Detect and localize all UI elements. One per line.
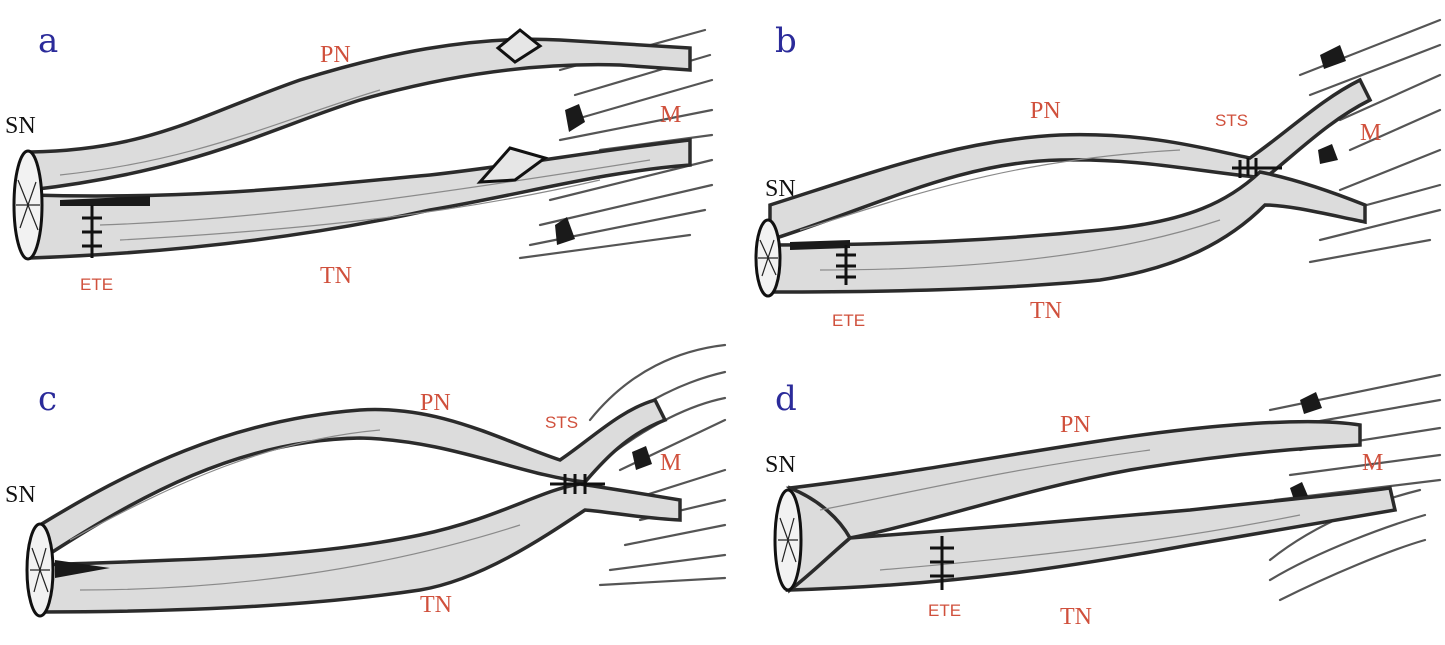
- panel-b-m-label: M: [1360, 120, 1381, 146]
- panel-c-letter: c: [38, 379, 57, 419]
- panel-d: d SN PN TN M ETE: [765, 375, 1440, 630]
- panel-b-pn-label: PN: [1030, 98, 1061, 124]
- panel-d-muscle: [1270, 375, 1440, 600]
- panel-c-muscle: [590, 345, 725, 585]
- panel-d-tn-label: TN: [1060, 604, 1092, 630]
- panel-a-ete-label: ETE: [80, 275, 113, 294]
- panel-a-sn-label: SN: [5, 113, 36, 139]
- panel-d-pn-label: PN: [1060, 412, 1091, 438]
- panel-d-sn-label: SN: [765, 452, 796, 478]
- panel-b-pn-branch: [770, 80, 1370, 240]
- panel-d-ete-label: ETE: [928, 601, 961, 620]
- panel-c-m-label: M: [660, 450, 681, 476]
- panel-b-letter: b: [775, 21, 797, 61]
- panel-b-tn-label: TN: [1030, 298, 1062, 324]
- panel-b-ete-label: ETE: [832, 311, 865, 330]
- panel-d-m-label: M: [1362, 450, 1383, 476]
- panel-a: a SN PN TN M ETE: [5, 21, 712, 294]
- panel-c-sts-label: STS: [545, 413, 578, 432]
- panel-a-m-label: M: [660, 102, 681, 128]
- panel-c: c SN PN TN M STS: [5, 345, 725, 618]
- panel-b-sn-label: SN: [765, 176, 796, 202]
- panel-a-letter: a: [38, 21, 58, 61]
- panel-a-pn-label: PN: [320, 42, 351, 68]
- panel-c-pn-label: PN: [420, 390, 451, 416]
- panel-a-tn-label: TN: [320, 263, 352, 289]
- panel-c-sn-label: SN: [5, 482, 36, 508]
- panel-b: b SN PN TN M ETE STS: [756, 20, 1440, 330]
- panel-b-sts-label: STS: [1215, 111, 1248, 130]
- panel-d-letter: d: [775, 379, 797, 419]
- panel-c-tn-label: TN: [420, 592, 452, 618]
